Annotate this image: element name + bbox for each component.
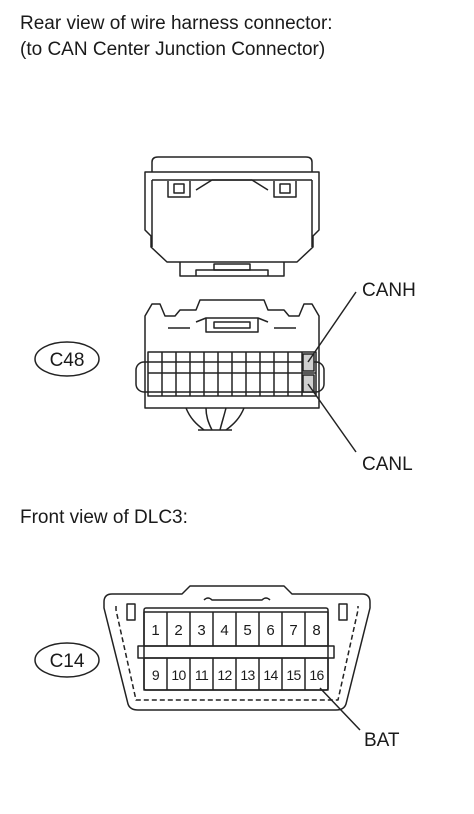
canl-leader-line <box>307 383 357 453</box>
pin-number: 13 <box>240 667 255 683</box>
pin-number: 3 <box>197 622 205 639</box>
rear-view-heading-line2: (to CAN Center Junction Connector) <box>20 39 326 60</box>
mating-connector <box>144 156 320 277</box>
c48-connector <box>135 299 325 431</box>
c14-dlc3-connector <box>103 585 371 711</box>
pin-number: 15 <box>286 667 301 683</box>
canh-leader-line <box>307 291 357 363</box>
pin-number: 11 <box>195 667 209 683</box>
pin-number: 12 <box>217 667 232 683</box>
bat-leader-line <box>319 687 361 731</box>
c48-cavity-dividers <box>161 352 303 396</box>
pin-number: 16 <box>309 667 324 683</box>
canl-label: CANL <box>362 454 413 475</box>
pin-number: 2 <box>174 622 182 639</box>
pin-number: 7 <box>289 622 297 639</box>
pin-number: 1 <box>151 622 159 639</box>
pin-number: 4 <box>220 622 228 639</box>
c14-id-label: C14 <box>50 651 85 672</box>
pin-number: 9 <box>152 667 160 683</box>
bat-label: BAT <box>364 730 400 751</box>
c48-id-bubble <box>34 341 100 377</box>
pin-number: 6 <box>266 622 274 639</box>
canl-terminal <box>302 374 315 393</box>
c48-wires <box>185 407 245 431</box>
c14-id-bubble <box>34 642 100 678</box>
pin-number: 10 <box>171 667 186 683</box>
c48-id-label: C48 <box>50 350 85 371</box>
pin-number: 5 <box>243 622 251 639</box>
pin-number: 8 <box>312 622 320 639</box>
canh-terminal <box>302 353 315 372</box>
canh-label: CANH <box>362 280 416 301</box>
front-view-heading: Front view of DLC3: <box>20 507 188 528</box>
c14-pin-dividers <box>166 612 306 690</box>
pin-number: 14 <box>263 667 278 683</box>
rear-view-heading-line1: Rear view of wire harness connector: <box>20 13 333 34</box>
